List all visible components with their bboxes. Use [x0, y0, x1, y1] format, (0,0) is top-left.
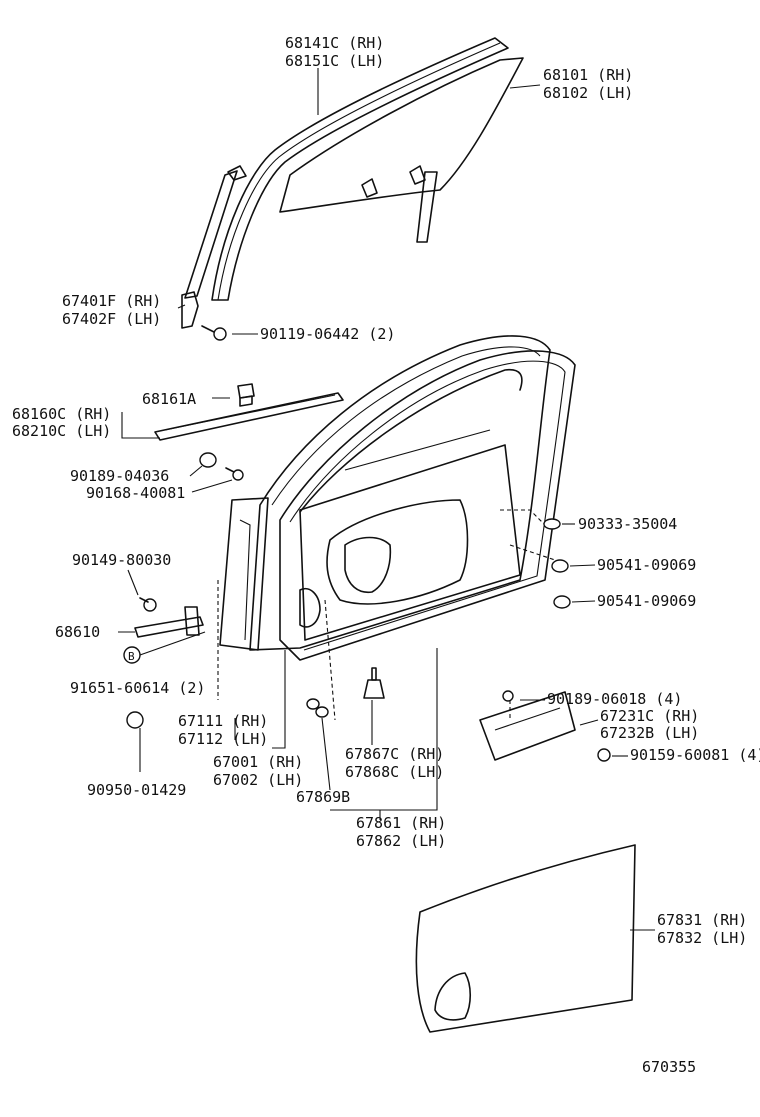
glass-run-drawing	[211, 37, 509, 301]
dash-plug	[500, 509, 546, 526]
label-cushion-a: 90541-09069	[597, 556, 696, 574]
door-glass-drawing	[279, 57, 524, 243]
dash-cushion	[509, 544, 556, 561]
cushion-b-drawing	[553, 595, 571, 609]
label-plug-35004: 90333-35004	[578, 515, 677, 533]
rear-channel-drawing	[181, 165, 247, 329]
label-wsclip-lh: 67868C (LH)	[345, 763, 444, 781]
clip-68161a-drawing	[237, 383, 255, 407]
leader-lines	[118, 68, 655, 931]
label-ring-01429: 90950-01429	[87, 781, 186, 799]
label-clip-67869b: 67869B	[296, 788, 350, 806]
label-belt-rh: 68160C (RH)	[12, 405, 111, 423]
ring-01429-drawing	[126, 711, 144, 729]
label-weatherstrip-lh: 67862 (LH)	[356, 832, 446, 850]
label-check-68610: 68610	[55, 623, 100, 641]
label-glass-run-rh: 68141C (RH)	[285, 34, 384, 52]
label-door-lh: 67002 (LH)	[213, 771, 303, 789]
label-door-rh: 67001 (RH)	[213, 753, 303, 771]
label-cushion-b: 90541-09069	[597, 592, 696, 610]
clip-04036-drawing	[199, 452, 217, 468]
label-bolt-60081: 90159-60081 (4)	[630, 746, 760, 764]
door-check-drawing	[134, 597, 204, 638]
hinge-drawing	[479, 690, 611, 762]
label-panel-lh: 67112 (LH)	[178, 730, 268, 748]
label-glass-rh: 68101 (RH)	[543, 66, 633, 84]
label-channel-rh: 67401F (RH)	[62, 292, 161, 310]
label-film-lh: 67832 (LH)	[657, 929, 747, 947]
callout-b-text: B	[128, 650, 135, 663]
clip-67869b-drawing	[306, 698, 329, 718]
cushion-a-drawing	[551, 559, 569, 573]
labels: 68141C (RH) 68151C (LH) 68101 (RH) 68102…	[12, 34, 760, 1076]
wsclip-drawing	[363, 667, 385, 699]
label-bolt-06442: 90119-06442 (2)	[260, 325, 395, 343]
label-hinge-rh: 67231C (RH)	[600, 707, 699, 725]
callout-b: B	[123, 646, 141, 664]
label-screw-40081: 90168-40081	[86, 484, 185, 502]
label-glass-lh: 68102 (LH)	[543, 84, 633, 102]
plug-35004-drawing	[543, 518, 561, 530]
label-belt-lh: 68210C (LH)	[12, 422, 111, 440]
belt-moulding-drawing	[154, 392, 344, 441]
label-channel-lh: 67402F (LH)	[62, 310, 161, 328]
screw-40081-drawing	[225, 467, 244, 481]
label-clip-06018: 90189-06018 (4)	[547, 690, 682, 708]
label-panel-rh: 67111 (RH)	[178, 712, 268, 730]
dash-clip	[324, 599, 336, 721]
label-film-rh: 67831 (RH)	[657, 911, 747, 929]
label-clip-68161a: 68161A	[142, 390, 196, 408]
label-wsclip-rh: 67867C (RH)	[345, 745, 444, 763]
label-glass-run-lh: 68151C (LH)	[285, 52, 384, 70]
label-hinge-lh: 67232B (LH)	[600, 724, 699, 742]
door-shell-drawing	[219, 335, 551, 651]
film-drawing	[415, 844, 636, 1033]
weatherstrip-drawing	[279, 350, 576, 661]
label-diagram-id: 670355	[642, 1058, 696, 1076]
label-clip-04036: 90189-04036	[70, 467, 169, 485]
label-weatherstrip-rh: 67861 (RH)	[356, 814, 446, 832]
bolt-06442-drawing	[201, 325, 227, 341]
label-bolt-80030: 90149-80030	[72, 551, 171, 569]
label-bolt-60614: 91651-60614 (2)	[70, 679, 205, 697]
